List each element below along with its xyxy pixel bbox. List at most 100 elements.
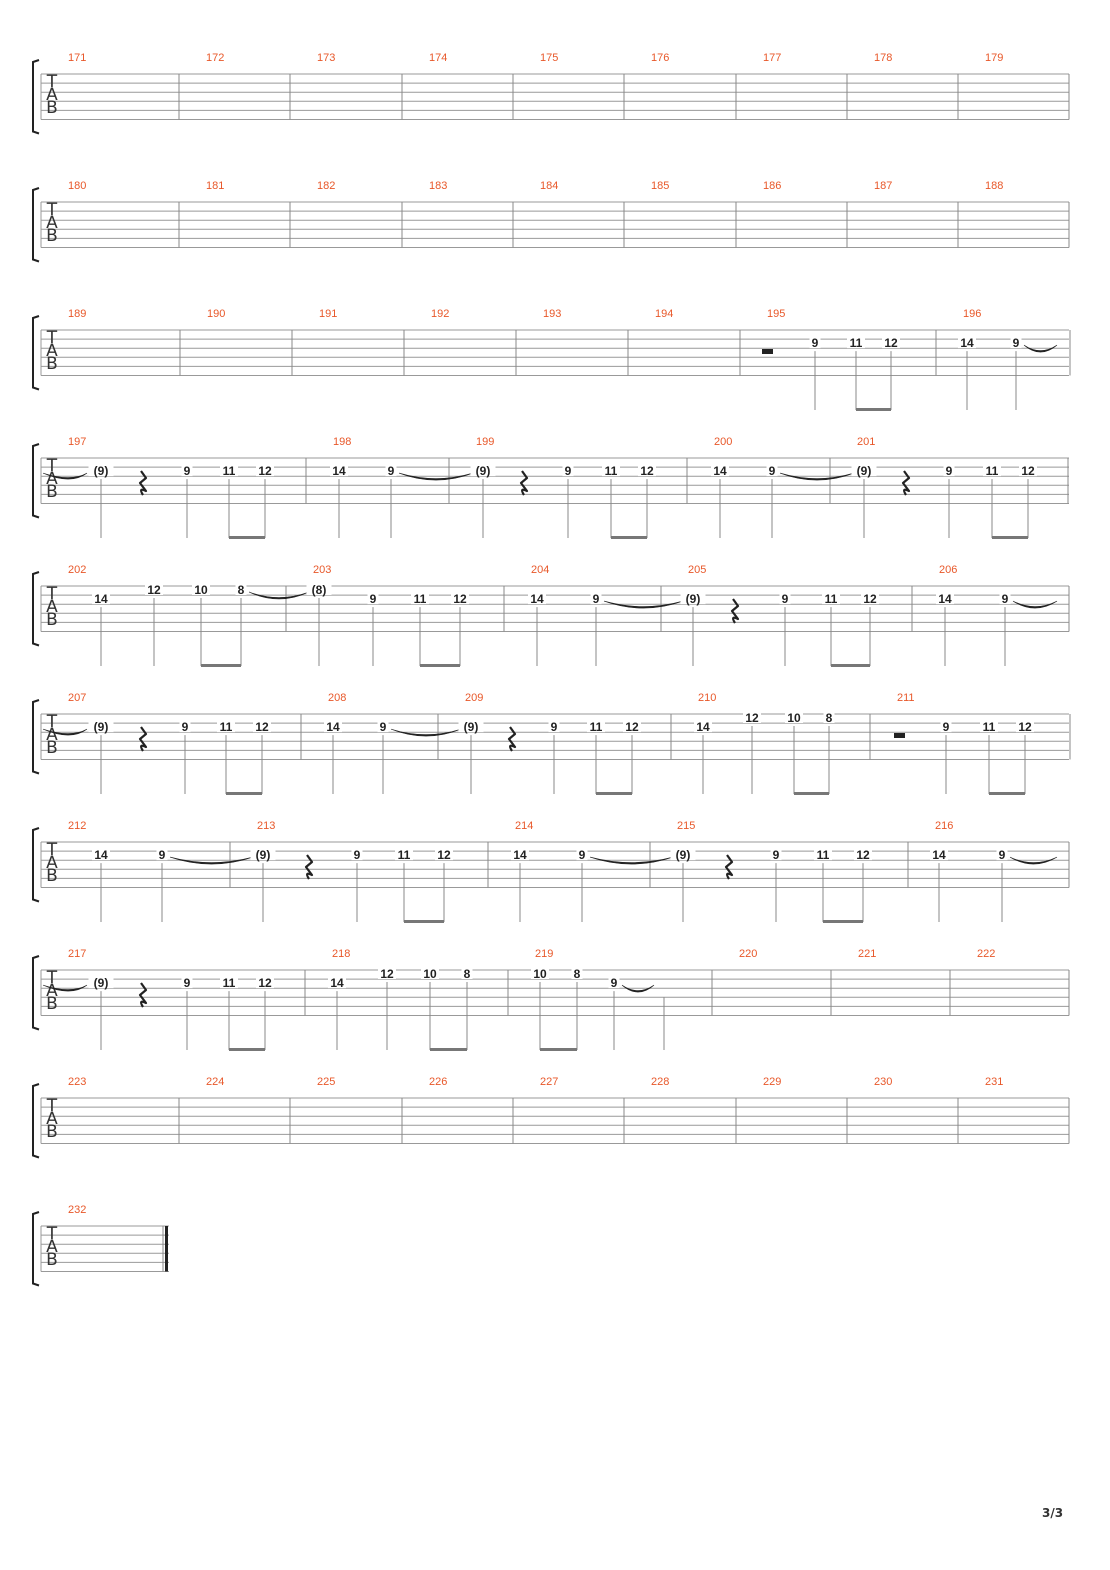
fret-bg — [179, 720, 191, 733]
fret-bg — [385, 464, 397, 477]
system-bracket — [32, 1083, 40, 1159]
beam — [831, 664, 870, 667]
fret-number: 12 — [258, 976, 272, 990]
fret-bg — [576, 848, 588, 861]
tab-clef-letter: T — [46, 968, 58, 988]
tie-arc — [1012, 600, 1058, 609]
tab-clef-letter: T — [46, 456, 58, 476]
tab-clef-letter: T — [46, 1224, 58, 1244]
fret-bg — [306, 583, 332, 595]
fret-bg — [435, 848, 453, 861]
beam — [430, 1048, 467, 1051]
tab-clef-letter: T — [46, 712, 58, 732]
fret-bg — [809, 336, 821, 349]
measure: 178 — [874, 52, 959, 120]
fret-number: 12 — [884, 336, 898, 350]
measure-number: 232 — [68, 1204, 86, 1216]
measure-number: 227 — [540, 1076, 558, 1088]
tab-clef-letter: B — [46, 866, 58, 886]
fret-bg — [531, 967, 549, 979]
fret-bg — [92, 848, 110, 861]
fret-bg — [1016, 720, 1034, 733]
fret-number: (9) — [94, 720, 109, 734]
system-bracket — [32, 443, 40, 519]
fret-number: 12 — [745, 711, 759, 725]
fret-bg — [608, 976, 620, 989]
tie-arc — [1009, 856, 1058, 865]
fret-bg — [250, 848, 276, 861]
measure-number: 221 — [858, 948, 876, 960]
fret-bg — [694, 720, 712, 733]
fret-bg — [220, 976, 238, 989]
fret-number: 9 — [354, 848, 361, 862]
measure: 222 — [977, 948, 1070, 1016]
tab-clef-letter: A — [46, 1109, 58, 1129]
measure-number: 206 — [939, 564, 957, 576]
fret-bg — [587, 720, 605, 733]
fret-number: 11 — [605, 464, 618, 478]
measure: 190 — [207, 308, 293, 376]
measure: 194 — [655, 308, 741, 376]
fret-number: 9 — [380, 720, 387, 734]
tab-clef-letter: T — [46, 584, 58, 604]
measure-number: 202 — [68, 564, 86, 576]
measure-number: 187 — [874, 180, 892, 192]
measure-number: 188 — [985, 180, 1003, 192]
tie-arc-incoming — [42, 728, 88, 736]
measure-number: 223 — [68, 1076, 86, 1088]
measure-number: 184 — [540, 180, 558, 192]
fret-bg — [571, 967, 583, 979]
quarter-rest — [138, 982, 148, 1008]
fret-bg — [253, 720, 271, 733]
fret-number: 9 — [773, 848, 780, 862]
measure-number: 225 — [317, 1076, 335, 1088]
measure-number: 212 — [68, 820, 86, 832]
fret-number: 12 — [856, 848, 870, 862]
measure-number: 180 — [68, 180, 86, 192]
measure: 172 — [206, 52, 291, 120]
fret-number: 12 — [147, 583, 161, 597]
fret-number: (9) — [256, 848, 271, 862]
quarter-rest — [138, 470, 148, 496]
beam — [201, 664, 241, 667]
fret-number: 9 — [184, 976, 191, 990]
fret-number: 11 — [414, 592, 427, 606]
half-rest — [894, 733, 905, 738]
measure-number: 214 — [515, 820, 533, 832]
tie-arc-incoming — [42, 984, 88, 992]
measure-number: 178 — [874, 52, 892, 64]
fret-bg — [623, 720, 641, 733]
fret-bg — [743, 711, 761, 723]
measure-number: 185 — [651, 180, 669, 192]
fret-number: 14 — [332, 464, 346, 478]
fret-bg — [602, 464, 620, 477]
measure-number: 219 — [535, 948, 553, 960]
tab-clef-letter: B — [46, 1122, 58, 1142]
beam — [794, 792, 829, 795]
fret-number: 14 — [94, 592, 108, 606]
measure-number: 200 — [714, 436, 732, 448]
beam — [420, 664, 460, 667]
fret-number: 12 — [453, 592, 467, 606]
measure: 229 — [763, 1076, 848, 1144]
measure: 186 — [763, 180, 848, 248]
fret-bg — [88, 720, 114, 733]
fret-number: 14 — [960, 336, 974, 350]
beam — [823, 920, 863, 923]
measure-number: 220 — [739, 948, 757, 960]
fret-bg — [823, 711, 835, 723]
fret-bg — [854, 848, 872, 861]
half-rest — [762, 349, 773, 354]
measure: 228 — [651, 1076, 737, 1144]
measure: 225 — [317, 1076, 403, 1144]
measure: 184 — [540, 180, 625, 248]
fret-number: 12 — [1021, 464, 1035, 478]
